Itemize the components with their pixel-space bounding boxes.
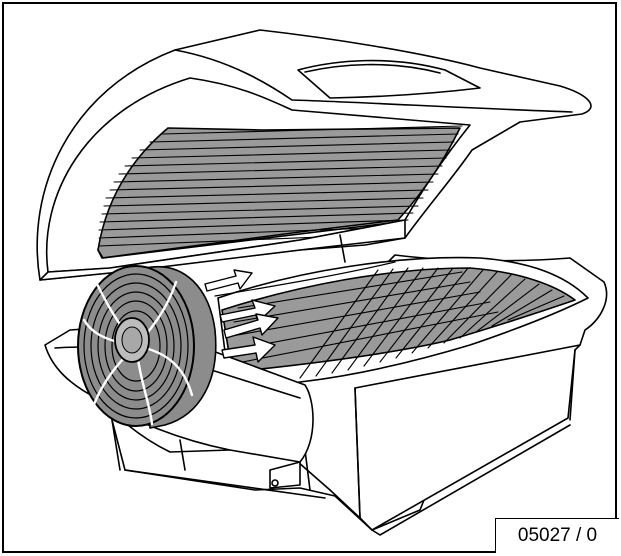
arrow-right-outline-icon <box>223 313 279 339</box>
bed-tubes <box>231 267 565 379</box>
fan-assembly <box>77 265 217 429</box>
canopy-lid <box>36 29 592 281</box>
figure-number-label: 05027 / 0 <box>495 518 619 553</box>
bed-base <box>44 254 608 536</box>
arrow-right-outline-icon <box>221 336 276 363</box>
lid-tubes <box>98 125 463 247</box>
airflow-arrows <box>204 269 279 363</box>
arrow-right-outline-icon <box>204 269 253 292</box>
